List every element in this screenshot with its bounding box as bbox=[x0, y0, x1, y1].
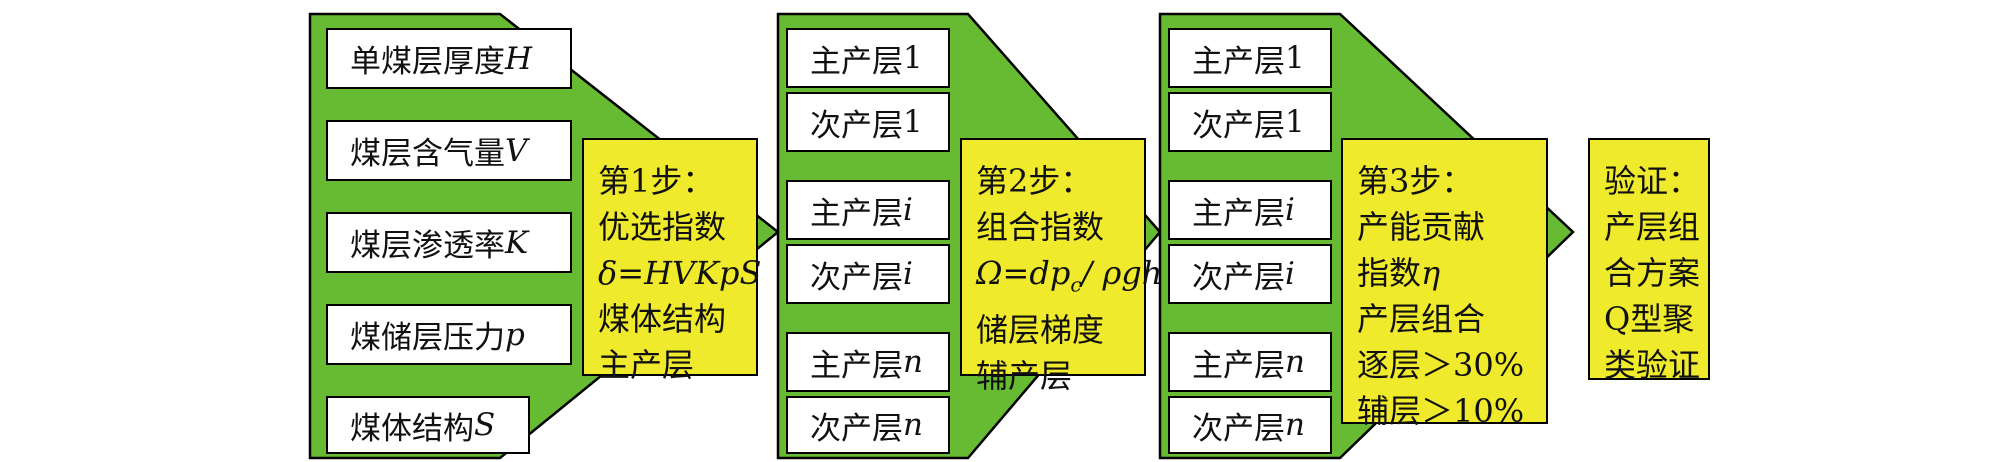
item-label: 主产层 bbox=[810, 43, 903, 80]
step-1-formula: δ=HVKpS bbox=[598, 254, 762, 292]
step-3-box: 第3步： 产能贡献 指数η 产层组合 逐层＞30% 辅层＞10% bbox=[1341, 138, 1548, 430]
step-2-formula: Ω=dpc/ ρgh bbox=[976, 250, 1162, 307]
item-label: 次产层 bbox=[810, 259, 903, 296]
step-3-line: 产层组合 bbox=[1357, 300, 1486, 338]
item-var: p bbox=[505, 316, 525, 353]
item-var: 1 bbox=[903, 104, 923, 140]
step-2-line: 储层梯度 bbox=[976, 311, 1105, 350]
verify-box: 验证： 产层组 合方案 Q型聚 类验证 bbox=[1588, 138, 1710, 384]
item-label: 煤层渗透率 bbox=[350, 228, 505, 264]
step-2-line: 组合指数 bbox=[976, 208, 1105, 246]
item-var: V bbox=[505, 132, 528, 169]
item-label: 次产层 bbox=[1192, 107, 1285, 144]
item-var: i bbox=[903, 192, 913, 228]
item-label: 主产层 bbox=[810, 195, 903, 232]
verify-line: 合方案 bbox=[1604, 254, 1701, 292]
item-label: 煤储层压力 bbox=[350, 320, 505, 356]
item-label: 次产层 bbox=[810, 107, 903, 144]
item-label: 次产层 bbox=[1192, 410, 1285, 447]
formula-part: Ω=dp bbox=[976, 254, 1071, 292]
step-2-title: 第2步： bbox=[976, 162, 1093, 200]
item-label: 煤层含气量 bbox=[350, 136, 505, 172]
step-2-line: 辅产层 bbox=[976, 357, 1073, 396]
item-var: H bbox=[505, 40, 533, 77]
step-3-line: 产能贡献 bbox=[1357, 208, 1486, 246]
step-3-title: 第3步： bbox=[1357, 162, 1474, 200]
item-label: 主产层 bbox=[1192, 195, 1285, 232]
item-var: n bbox=[903, 344, 923, 380]
item-var: 1 bbox=[1285, 40, 1305, 76]
step-2-box: 第2步： 组合指数 Ω=dpc/ ρgh 储层梯度 辅产层 bbox=[960, 138, 1162, 395]
item-var: n bbox=[1285, 407, 1305, 443]
item-var: 1 bbox=[1285, 104, 1305, 140]
item-label: 次产层 bbox=[810, 410, 903, 447]
item-label: 煤体结构 bbox=[350, 410, 474, 447]
step-3-line: 辅层＞10% bbox=[1357, 392, 1525, 430]
item-var: n bbox=[1285, 344, 1305, 380]
verify-line: 产层组 bbox=[1604, 208, 1701, 246]
verify-line: 类验证 bbox=[1604, 346, 1701, 384]
step-3-line: 逐层＞30% bbox=[1357, 346, 1525, 384]
verify-title: 验证： bbox=[1604, 162, 1701, 200]
item-var: K bbox=[505, 224, 529, 261]
item-var: S bbox=[474, 407, 496, 443]
item-label: 主产层 bbox=[1192, 43, 1285, 80]
verify-line: Q型聚 bbox=[1604, 300, 1695, 338]
item-label: 主产层 bbox=[1192, 347, 1285, 384]
step-1-line: 主产层 bbox=[598, 346, 695, 384]
item-var: i bbox=[1285, 192, 1295, 228]
step-1-title: 第1步： bbox=[598, 162, 715, 200]
step-1-box: 第1步： 优选指数 δ=HVKpS 煤体结构 主产层 bbox=[582, 138, 762, 384]
item-var: i bbox=[903, 256, 913, 292]
item-var: 1 bbox=[903, 40, 923, 76]
eta-symbol: η bbox=[1421, 254, 1441, 292]
step-3-line-part: 指数 bbox=[1357, 254, 1422, 292]
step-1-line: 优选指数 bbox=[598, 208, 727, 246]
step-3-eta-line: 指数η bbox=[1357, 250, 1536, 296]
formula-part: / ρgh bbox=[1081, 254, 1163, 292]
item-var: i bbox=[1285, 256, 1295, 292]
item-label: 次产层 bbox=[1192, 259, 1285, 296]
step-1-line: 煤体结构 bbox=[598, 300, 727, 338]
item-var: n bbox=[903, 407, 923, 443]
formula-subscript: c bbox=[1070, 272, 1082, 297]
item-label: 单煤层厚度 bbox=[350, 44, 505, 80]
item-label: 主产层 bbox=[810, 347, 903, 384]
